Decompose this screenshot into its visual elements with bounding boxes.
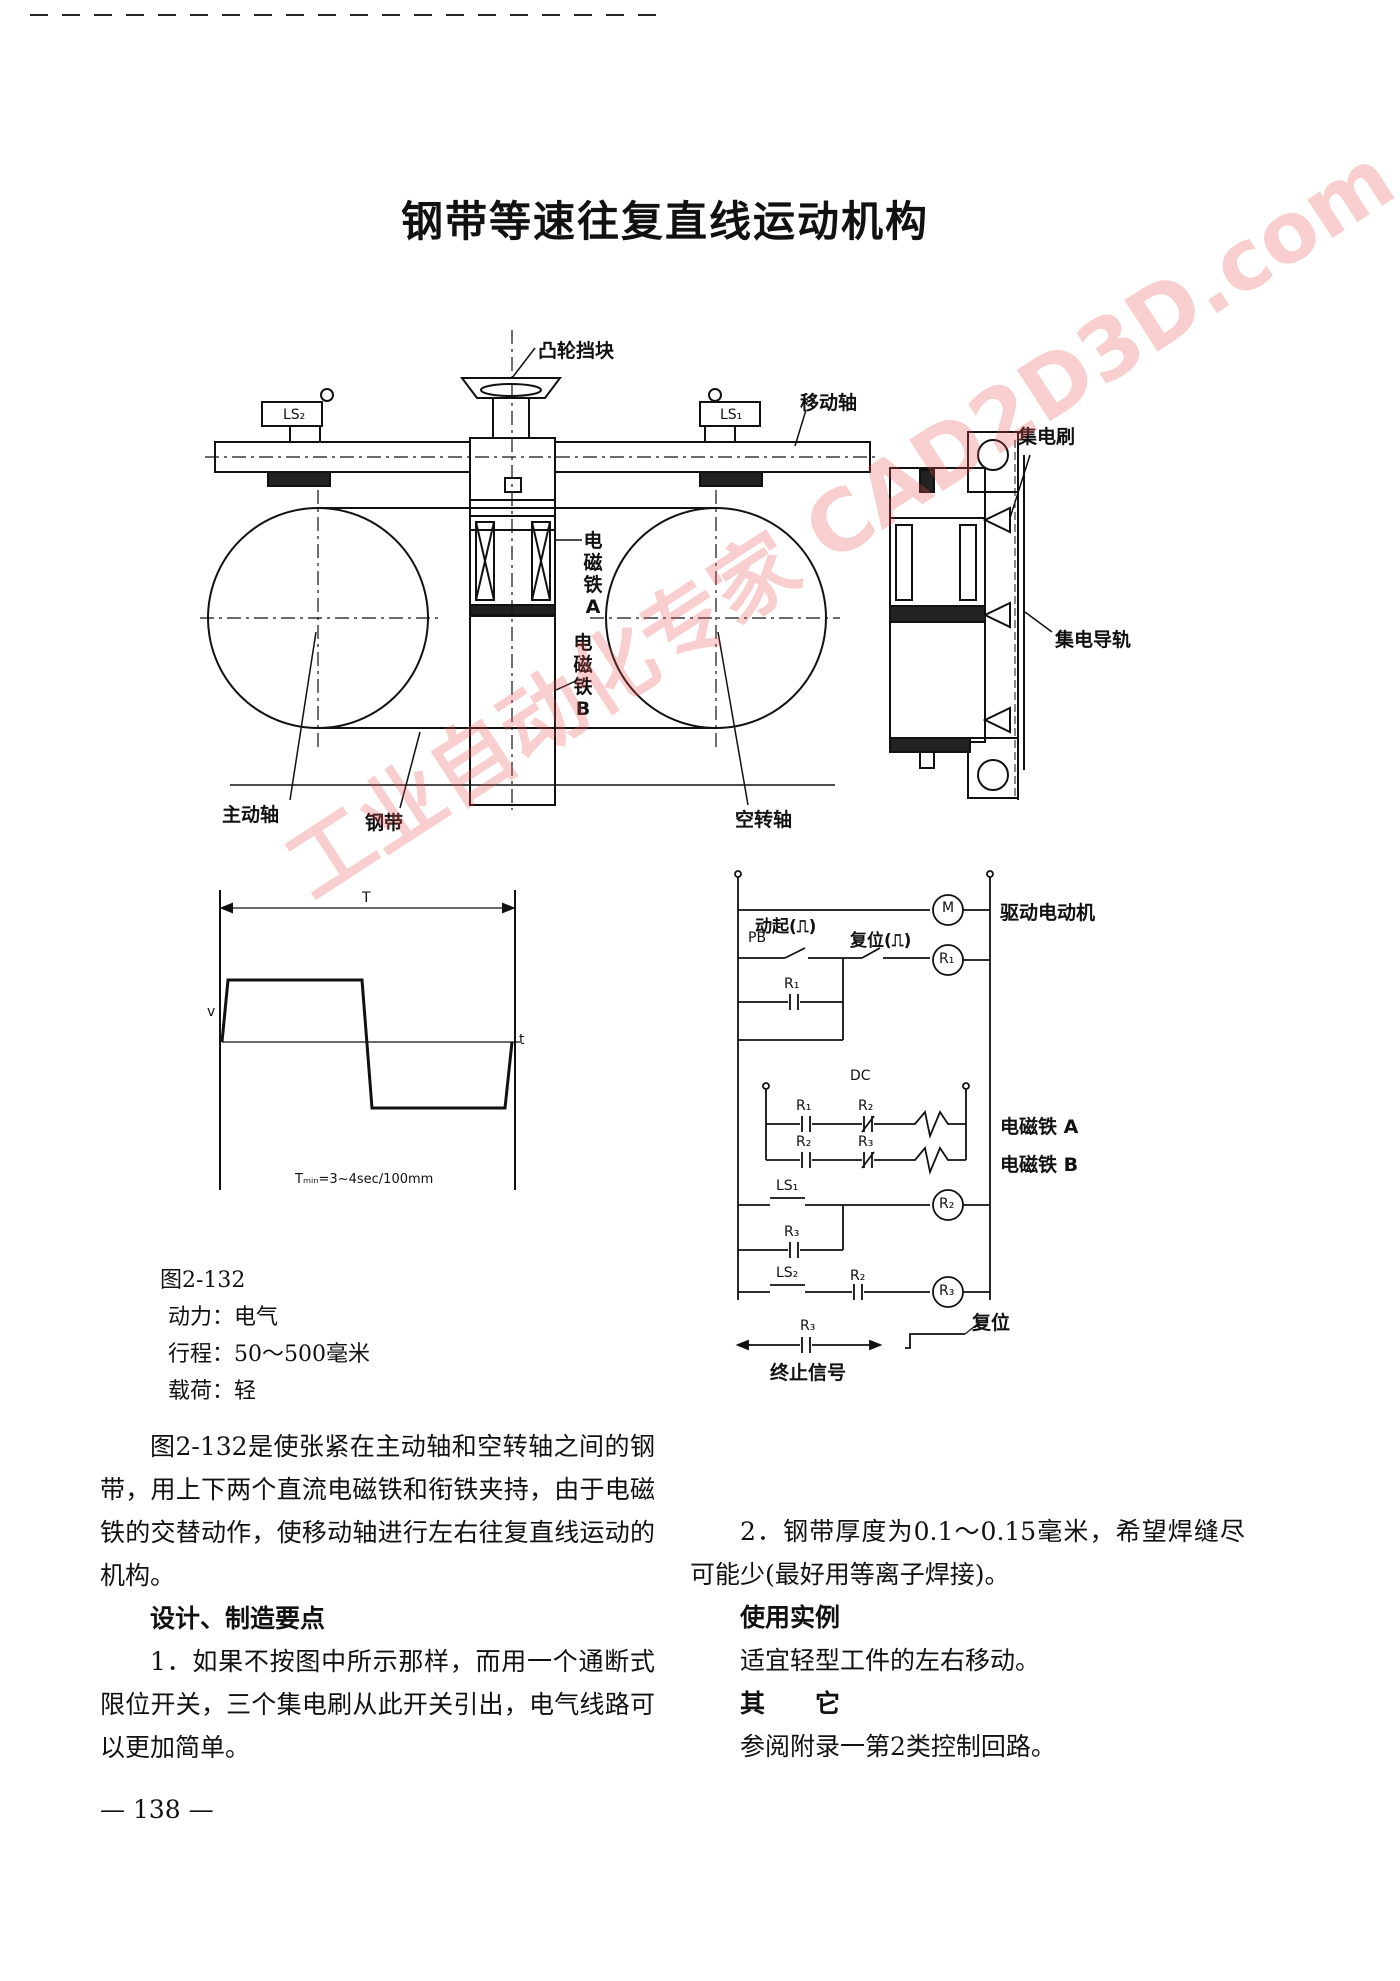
circuit-motor-symbol: M: [942, 900, 955, 916]
circuit-stop-signal: 终止信号: [770, 1362, 847, 1384]
figure-load: 载荷：轻: [168, 1379, 257, 1404]
circuit-ls1-label: LS₁: [776, 1178, 799, 1194]
figure-power: 动力：电气: [168, 1305, 279, 1330]
label-ls-left: LS₂: [283, 407, 306, 423]
label-steel-belt: 钢带: [365, 812, 404, 834]
circuit-reset-pulse-label: 复位(⎍): [850, 931, 912, 951]
circuit-r2-coil: R₂: [939, 1196, 955, 1212]
usage-text: 适宜轻型工件的左右移动。: [740, 1646, 1041, 1675]
waveform-v-label: v: [207, 1004, 216, 1020]
figure-number: 图2-132: [160, 1268, 246, 1293]
page-number: — 138 —: [100, 1795, 214, 1824]
control-circuit: [734, 870, 994, 1353]
mechanism-front-view: [200, 330, 880, 810]
figure-specs: 图2-132 动力：电气 行程：50～500毫米 载荷：轻: [160, 1262, 370, 1410]
circuit-magnet-a: 电磁铁 A: [1000, 1116, 1079, 1138]
label-driving-shaft: 主动轴: [222, 804, 280, 826]
waveform-period-label: T: [362, 890, 371, 906]
label-moving-shaft: 移动轴: [800, 392, 858, 414]
other-text: 参阅附录一第2类控制回路。: [740, 1732, 1056, 1761]
circuit-r1-coil: R₁: [939, 951, 955, 967]
mechanism-side-view: [889, 431, 1053, 800]
circuit-start-label: 动起(⎍): [755, 917, 817, 937]
waveform-note: Tₘᵢₙ=3~4sec/100mm: [295, 1172, 434, 1187]
circuit-row-b-left: R₂: [796, 1134, 812, 1150]
design-heading: 设计、制造要点: [150, 1604, 326, 1633]
other-heading: 其 它: [740, 1689, 841, 1718]
label-rail: 集电导轨: [1055, 629, 1132, 651]
right-column: 2．钢带厚度为0.1～0.15毫米，希望焊缝尽可能少(最好用等离子焊接)。 使用…: [690, 1510, 1245, 1768]
circuit-r3-contact: R₃: [784, 1224, 800, 1240]
circuit-ls2-label: LS₂: [776, 1265, 799, 1281]
waveform-t-label: t: [519, 1032, 525, 1048]
usage-heading: 使用实例: [740, 1603, 841, 1632]
page-title: 钢带等速往复直线运动机构: [400, 197, 929, 246]
circuit-magnet-b: 电磁铁 B: [1000, 1154, 1079, 1176]
circuit-r2-contact: R₂: [850, 1268, 866, 1284]
figure-stroke: 行程：50～500毫米: [168, 1342, 370, 1367]
circuit-motor-label: 驱动电动机: [1000, 902, 1096, 924]
label-cam-block: 凸轮挡块: [538, 340, 615, 362]
circuit-dc-label: DC: [850, 1068, 871, 1084]
design-point-1: 1．如果不按图中所示那样，而用一个通断式限位开关，三个集电刷从此开关引出，电气线…: [100, 1647, 655, 1762]
circuit-row-b-right: R₃: [858, 1134, 874, 1150]
circuit-pb-label: PB: [748, 930, 767, 946]
label-idle-shaft: 空转轴: [735, 809, 793, 831]
circuit-row-a-right: R₂: [858, 1098, 874, 1114]
label-ls-right: LS₁: [720, 407, 743, 423]
left-column: 图2-132是使张紧在主动轴和空转轴之间的钢带，用上下两个直流电磁铁和衔铁夹持，…: [100, 1425, 655, 1769]
circuit-r1-contact: R₁: [784, 976, 800, 992]
label-brush: 集电刷: [1018, 426, 1076, 448]
circuit-r3-coil: R₃: [939, 1283, 955, 1299]
circuit-reset-label: 复位: [972, 1312, 1011, 1334]
velocity-waveform: [219, 890, 520, 1190]
circuit-r3-bottom: R₃: [800, 1318, 816, 1334]
intro-paragraph: 图2-132是使张紧在主动轴和空转轴之间的钢带，用上下两个直流电磁铁和衔铁夹持，…: [100, 1432, 655, 1590]
design-point-2: 2．钢带厚度为0.1～0.15毫米，希望焊缝尽可能少(最好用等离子焊接)。: [690, 1517, 1245, 1589]
circuit-row-a-left: R₁: [796, 1098, 812, 1114]
